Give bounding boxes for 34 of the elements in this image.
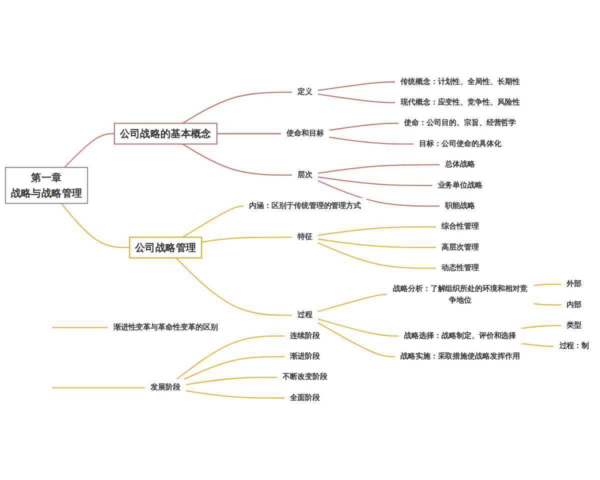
node-box: 第一章 战略与战略管理 bbox=[4, 166, 88, 204]
connector bbox=[318, 242, 436, 269]
connector bbox=[184, 356, 285, 380]
connector bbox=[318, 322, 396, 358]
node-box: 公司战略管理 bbox=[129, 236, 202, 258]
connector bbox=[52, 327, 108, 328]
connector bbox=[182, 92, 292, 124]
connector bbox=[182, 144, 292, 176]
connector bbox=[60, 203, 130, 248]
connector bbox=[318, 318, 399, 336]
connector bbox=[522, 325, 562, 329]
connector bbox=[329, 136, 414, 145]
connector bbox=[182, 206, 244, 238]
connector bbox=[318, 176, 432, 186]
connector bbox=[186, 390, 285, 399]
connector bbox=[64, 133, 114, 168]
connector bbox=[202, 236, 292, 243]
connector bbox=[318, 238, 436, 248]
connector bbox=[216, 133, 281, 134]
connector bbox=[318, 226, 436, 236]
node-box: 公司战略的基本概念 bbox=[114, 122, 218, 145]
connector bbox=[318, 94, 396, 104]
connector bbox=[318, 294, 387, 312]
connector bbox=[52, 387, 146, 388]
connector bbox=[522, 343, 554, 347]
connector bbox=[329, 122, 399, 131]
connector bbox=[186, 376, 278, 386]
connector bbox=[176, 335, 285, 380]
connector bbox=[533, 303, 562, 306]
connector bbox=[318, 164, 440, 174]
connector bbox=[318, 180, 440, 207]
connector bbox=[533, 284, 562, 286]
connector bbox=[176, 258, 292, 316]
connector bbox=[318, 81, 396, 91]
